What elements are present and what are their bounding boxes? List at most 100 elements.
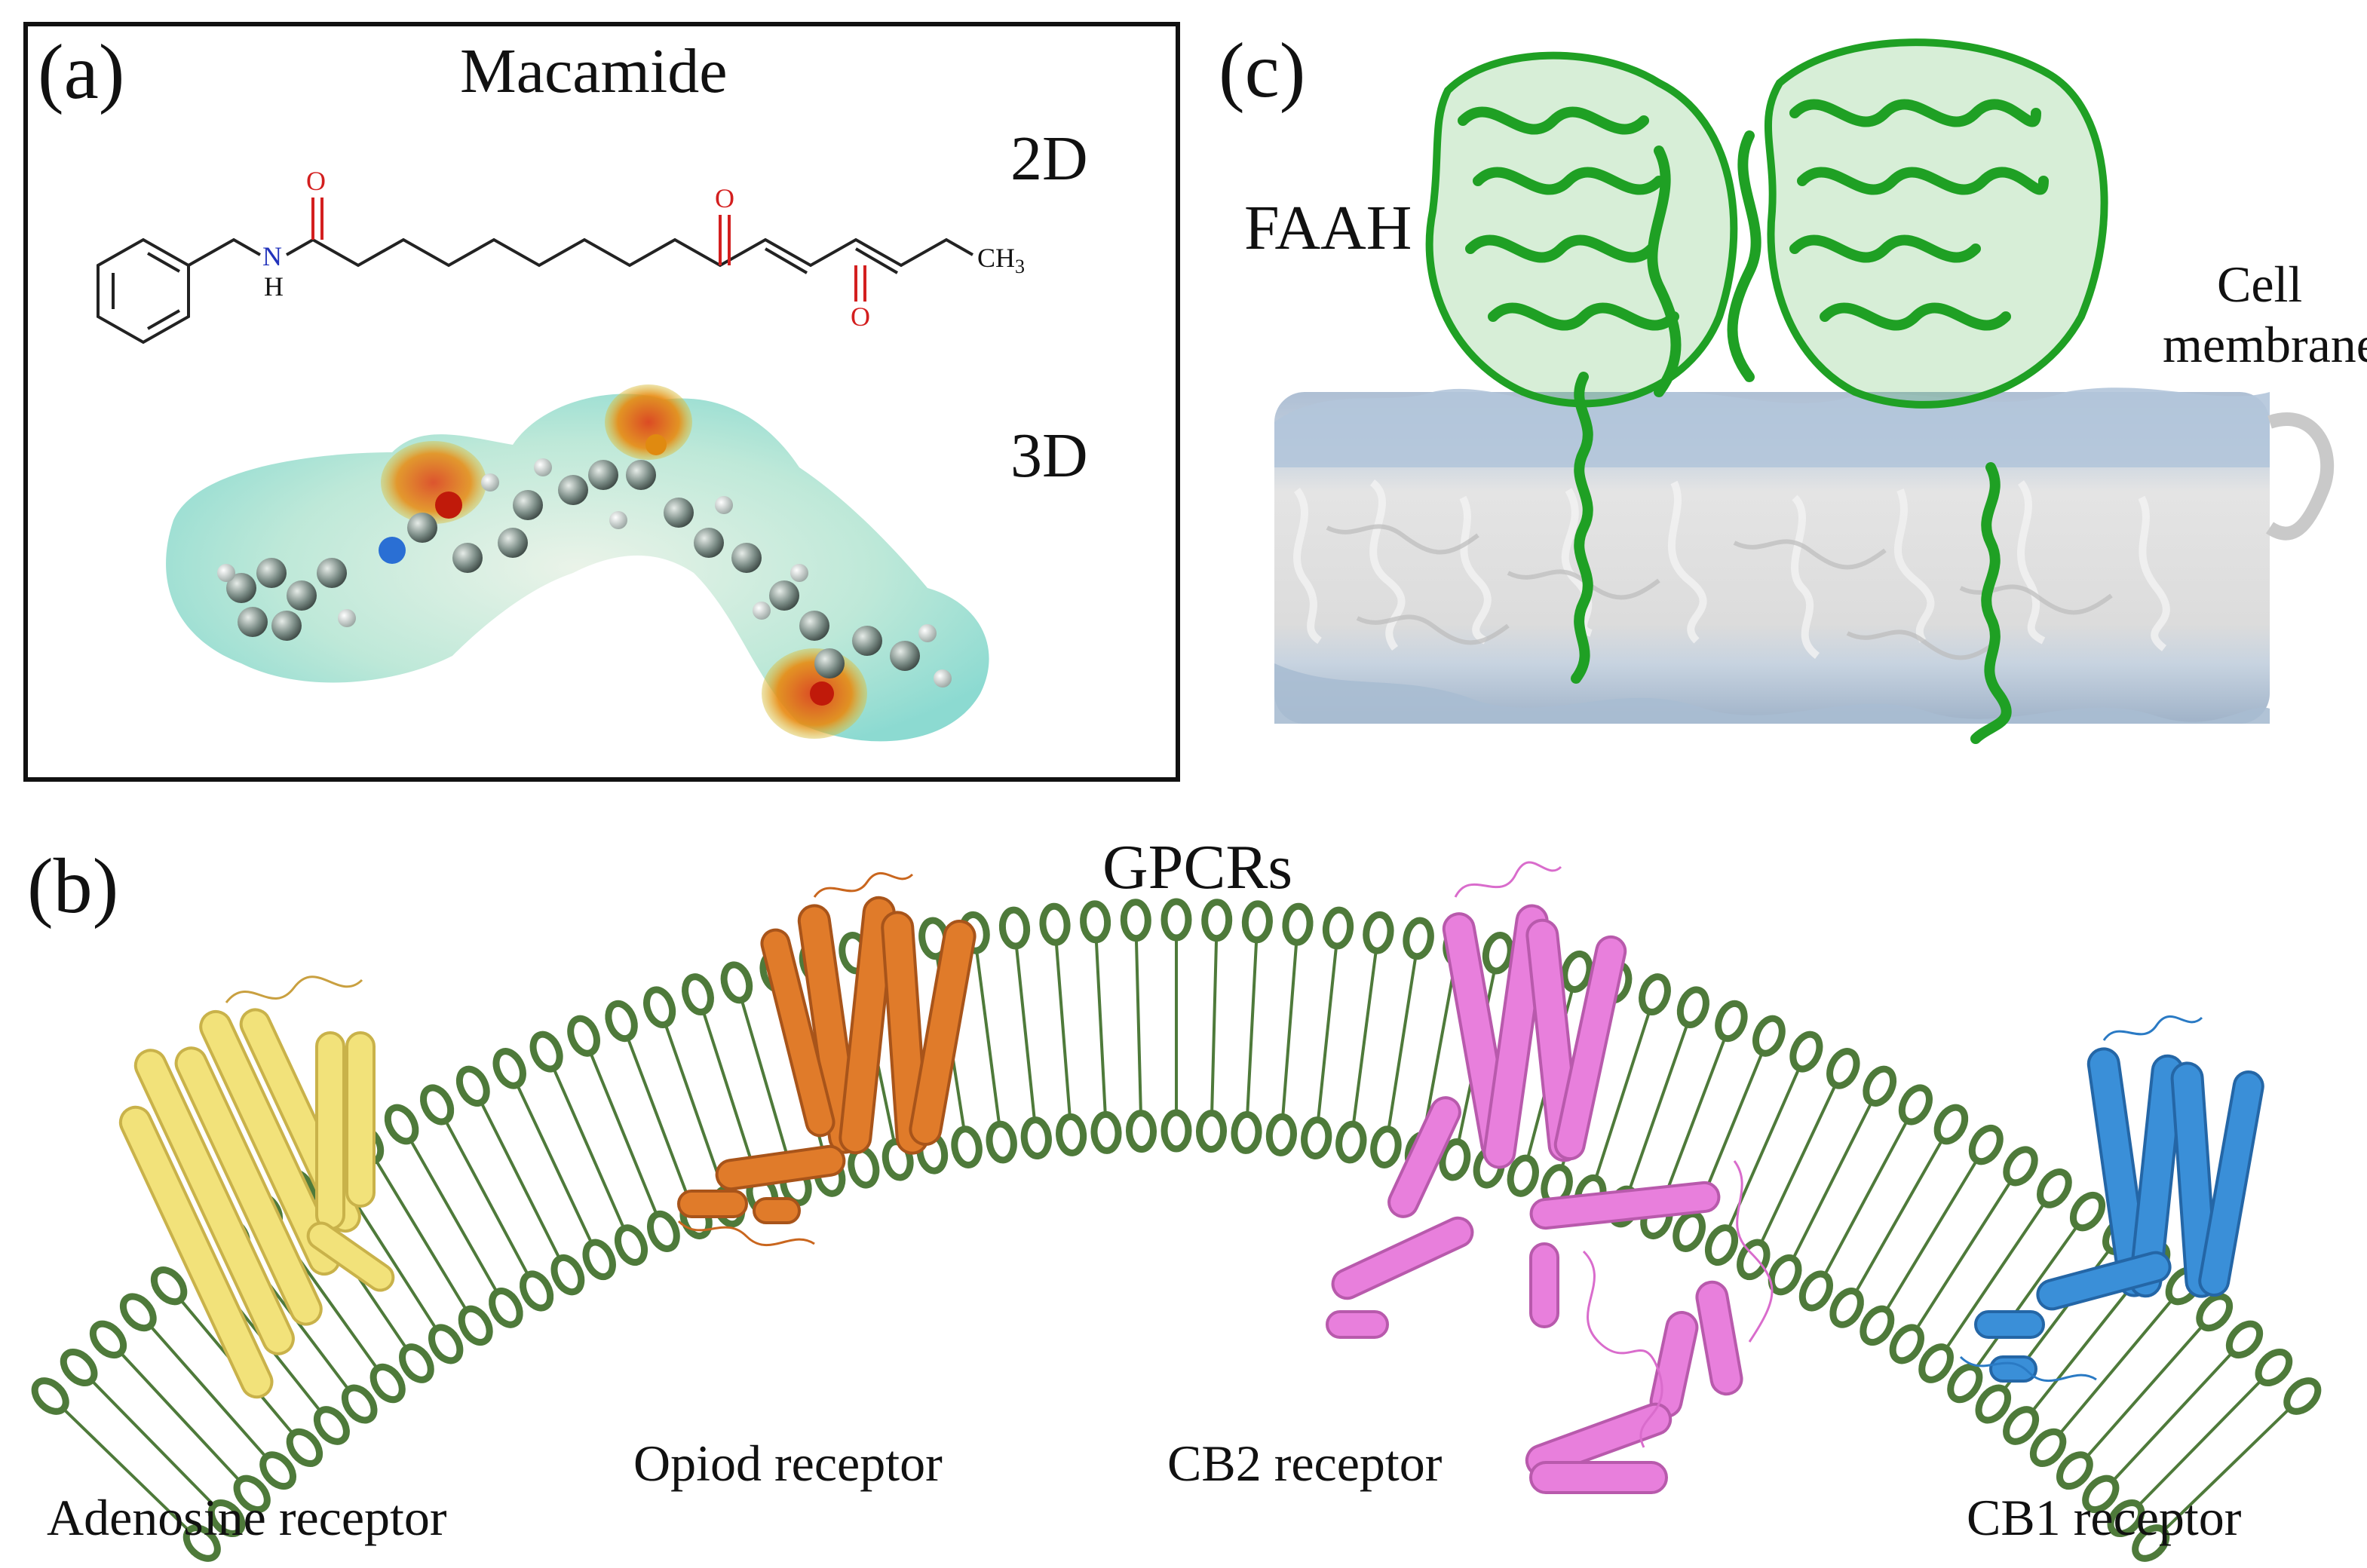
cb2-receptor — [1326, 861, 1774, 1494]
lipid-head-outer — [567, 1015, 600, 1057]
lipid-head-inner — [1673, 1210, 1706, 1252]
atom-n: N — [262, 241, 282, 271]
faah-protein — [1425, 38, 2108, 744]
lipid-head-outer — [1241, 900, 1273, 944]
label-3d: 3D — [1010, 421, 1088, 491]
lipid-head-inner — [1798, 1270, 1833, 1312]
lipid-head-outer — [31, 1377, 69, 1415]
membrane-label-line1: Cell — [2217, 256, 2302, 313]
lipid-tail — [627, 1040, 691, 1199]
lipid-head-outer — [89, 1320, 127, 1359]
lipid-head-inner — [1768, 1254, 1802, 1296]
lipid-head-outer — [2003, 1146, 2038, 1187]
lipid-tail — [92, 1381, 213, 1505]
lipid-bilayer — [1274, 387, 2335, 724]
lipid-head-inner — [399, 1343, 434, 1383]
faah-label: FAAH — [1244, 193, 1412, 263]
lipid-head-inner — [341, 1384, 378, 1424]
gpcrs-title: GPCRs — [1102, 832, 1292, 902]
lipid-head-inner — [458, 1305, 493, 1346]
atom-o-ketone-2: O — [851, 302, 870, 332]
lipid-tail — [740, 1002, 792, 1165]
lipid-tail — [1792, 1104, 1872, 1257]
lipid-head-inner — [1020, 1116, 1052, 1160]
label-2d: 2D — [1010, 124, 1088, 194]
lipid-tail — [1917, 1183, 2011, 1328]
atom-h: H — [264, 271, 284, 302]
lipid-tail — [664, 1026, 724, 1187]
lipid-tail — [446, 1122, 529, 1273]
molecule-title: Macamide — [460, 36, 728, 106]
lipid-head-inner — [207, 1499, 246, 1537]
lipid-head-outer — [492, 1048, 526, 1089]
lipid-head-outer — [998, 906, 1031, 950]
lipid-head-inner — [2029, 1428, 2067, 1467]
lipid-head-inner — [1860, 1305, 1895, 1346]
lipid-head-inner — [1090, 1110, 1122, 1154]
atom-o-ketone-1: O — [715, 183, 734, 213]
lipid-head-inner — [489, 1288, 523, 1328]
lipid-head-outer — [1863, 1065, 1897, 1107]
lipid-head-inner — [951, 1125, 983, 1168]
label-cb2-receptor: CB2 receptor — [1167, 1435, 1443, 1492]
lipid-tail — [1317, 948, 1338, 1117]
lipid-head-outer — [1639, 973, 1671, 1015]
lipid-head-outer — [1561, 950, 1593, 994]
lipid-tail — [1352, 953, 1378, 1122]
lipid-head-inner — [520, 1270, 554, 1312]
lipid-head-inner — [286, 1428, 323, 1467]
lipid-tail — [553, 1070, 624, 1227]
lipid-tail — [975, 953, 1001, 1122]
lipid-tail — [1946, 1205, 2044, 1347]
lipid-head-inner — [1056, 1113, 1087, 1156]
lipid-head-outer — [720, 961, 753, 1004]
lipid-head-inner — [259, 1451, 296, 1490]
lipid-head-inner — [2132, 1524, 2170, 1562]
lipid-tail — [410, 1141, 497, 1291]
lipid-tail — [1422, 966, 1456, 1133]
adenosine-receptor — [118, 975, 395, 1399]
lipid-head-inner — [1161, 1109, 1192, 1153]
lipid-head-outer — [150, 1266, 188, 1306]
lipid-head-inner — [1265, 1113, 1297, 1156]
lipid-tail — [64, 1410, 189, 1530]
lipid-tail — [2164, 1410, 2289, 1530]
benzene-ring — [97, 237, 190, 345]
panel-a-letter: (a) — [38, 29, 124, 115]
lipid-tail — [2060, 1300, 2172, 1433]
lipid-head-inner — [582, 1239, 616, 1281]
lipid-head-inner — [2107, 1499, 2145, 1537]
lipid-head-inner — [182, 1524, 221, 1562]
atom-o-amide: O — [306, 166, 326, 196]
lipid-head-outer — [1968, 1124, 2004, 1165]
lipid-head-inner — [1231, 1110, 1262, 1154]
lipid-tail — [1135, 941, 1142, 1110]
lipid-head-inner — [986, 1120, 1017, 1164]
lipid-tail — [1629, 1026, 1688, 1187]
lipid-head-inner — [2056, 1451, 2093, 1490]
lipid-head-outer — [1715, 1000, 1748, 1043]
lipid-head-inner — [1439, 1138, 1471, 1181]
lipid-head-inner — [614, 1224, 648, 1266]
lipid-head-outer — [643, 986, 676, 1028]
lipid-head-outer — [1282, 902, 1314, 946]
lipid-head-outer — [1403, 917, 1434, 960]
lipid-head-inner — [1918, 1343, 1954, 1383]
lipid-tail — [151, 1327, 265, 1456]
lipid-head-inner — [1737, 1239, 1771, 1281]
lipid-head-outer — [119, 1293, 157, 1332]
opioid-receptor — [677, 871, 977, 1246]
faah-tm-helix-right — [1970, 462, 2012, 744]
lipid-tail — [1595, 1014, 1650, 1176]
cb1-receptor — [1959, 1015, 2264, 1383]
lipid-tail — [703, 1014, 758, 1176]
lipid-head-inner — [550, 1254, 585, 1296]
lipid-head-outer — [1161, 898, 1192, 942]
lipid-head-inner — [2082, 1475, 2120, 1514]
lipid-head-outer — [1322, 906, 1354, 950]
lipid-head-outer — [2037, 1168, 2072, 1208]
negative-region-2 — [605, 384, 692, 460]
lipid-head-outer — [1080, 900, 1111, 944]
lipid-head-outer — [2225, 1320, 2264, 1359]
lipid-tail — [1246, 942, 1258, 1112]
